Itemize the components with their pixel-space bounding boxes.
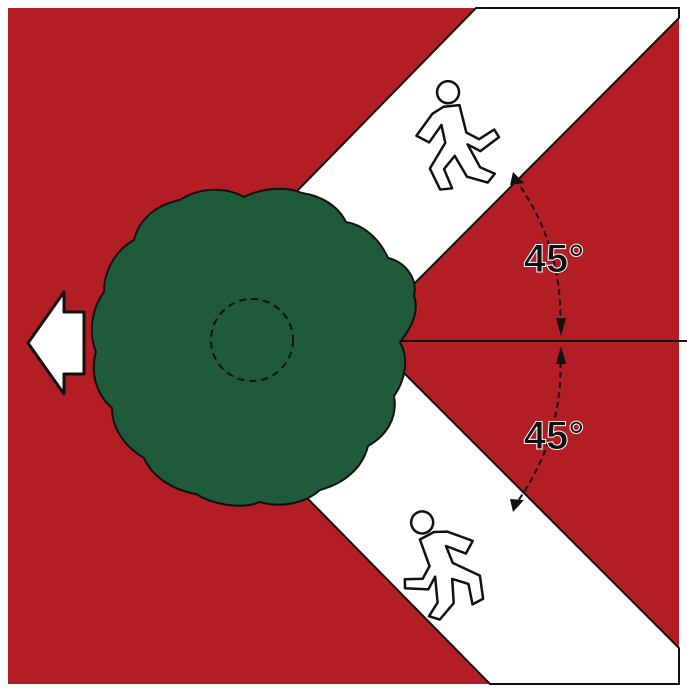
angle-label-upper: 45°	[524, 237, 585, 281]
angle-label-lower: 45°	[524, 414, 585, 458]
